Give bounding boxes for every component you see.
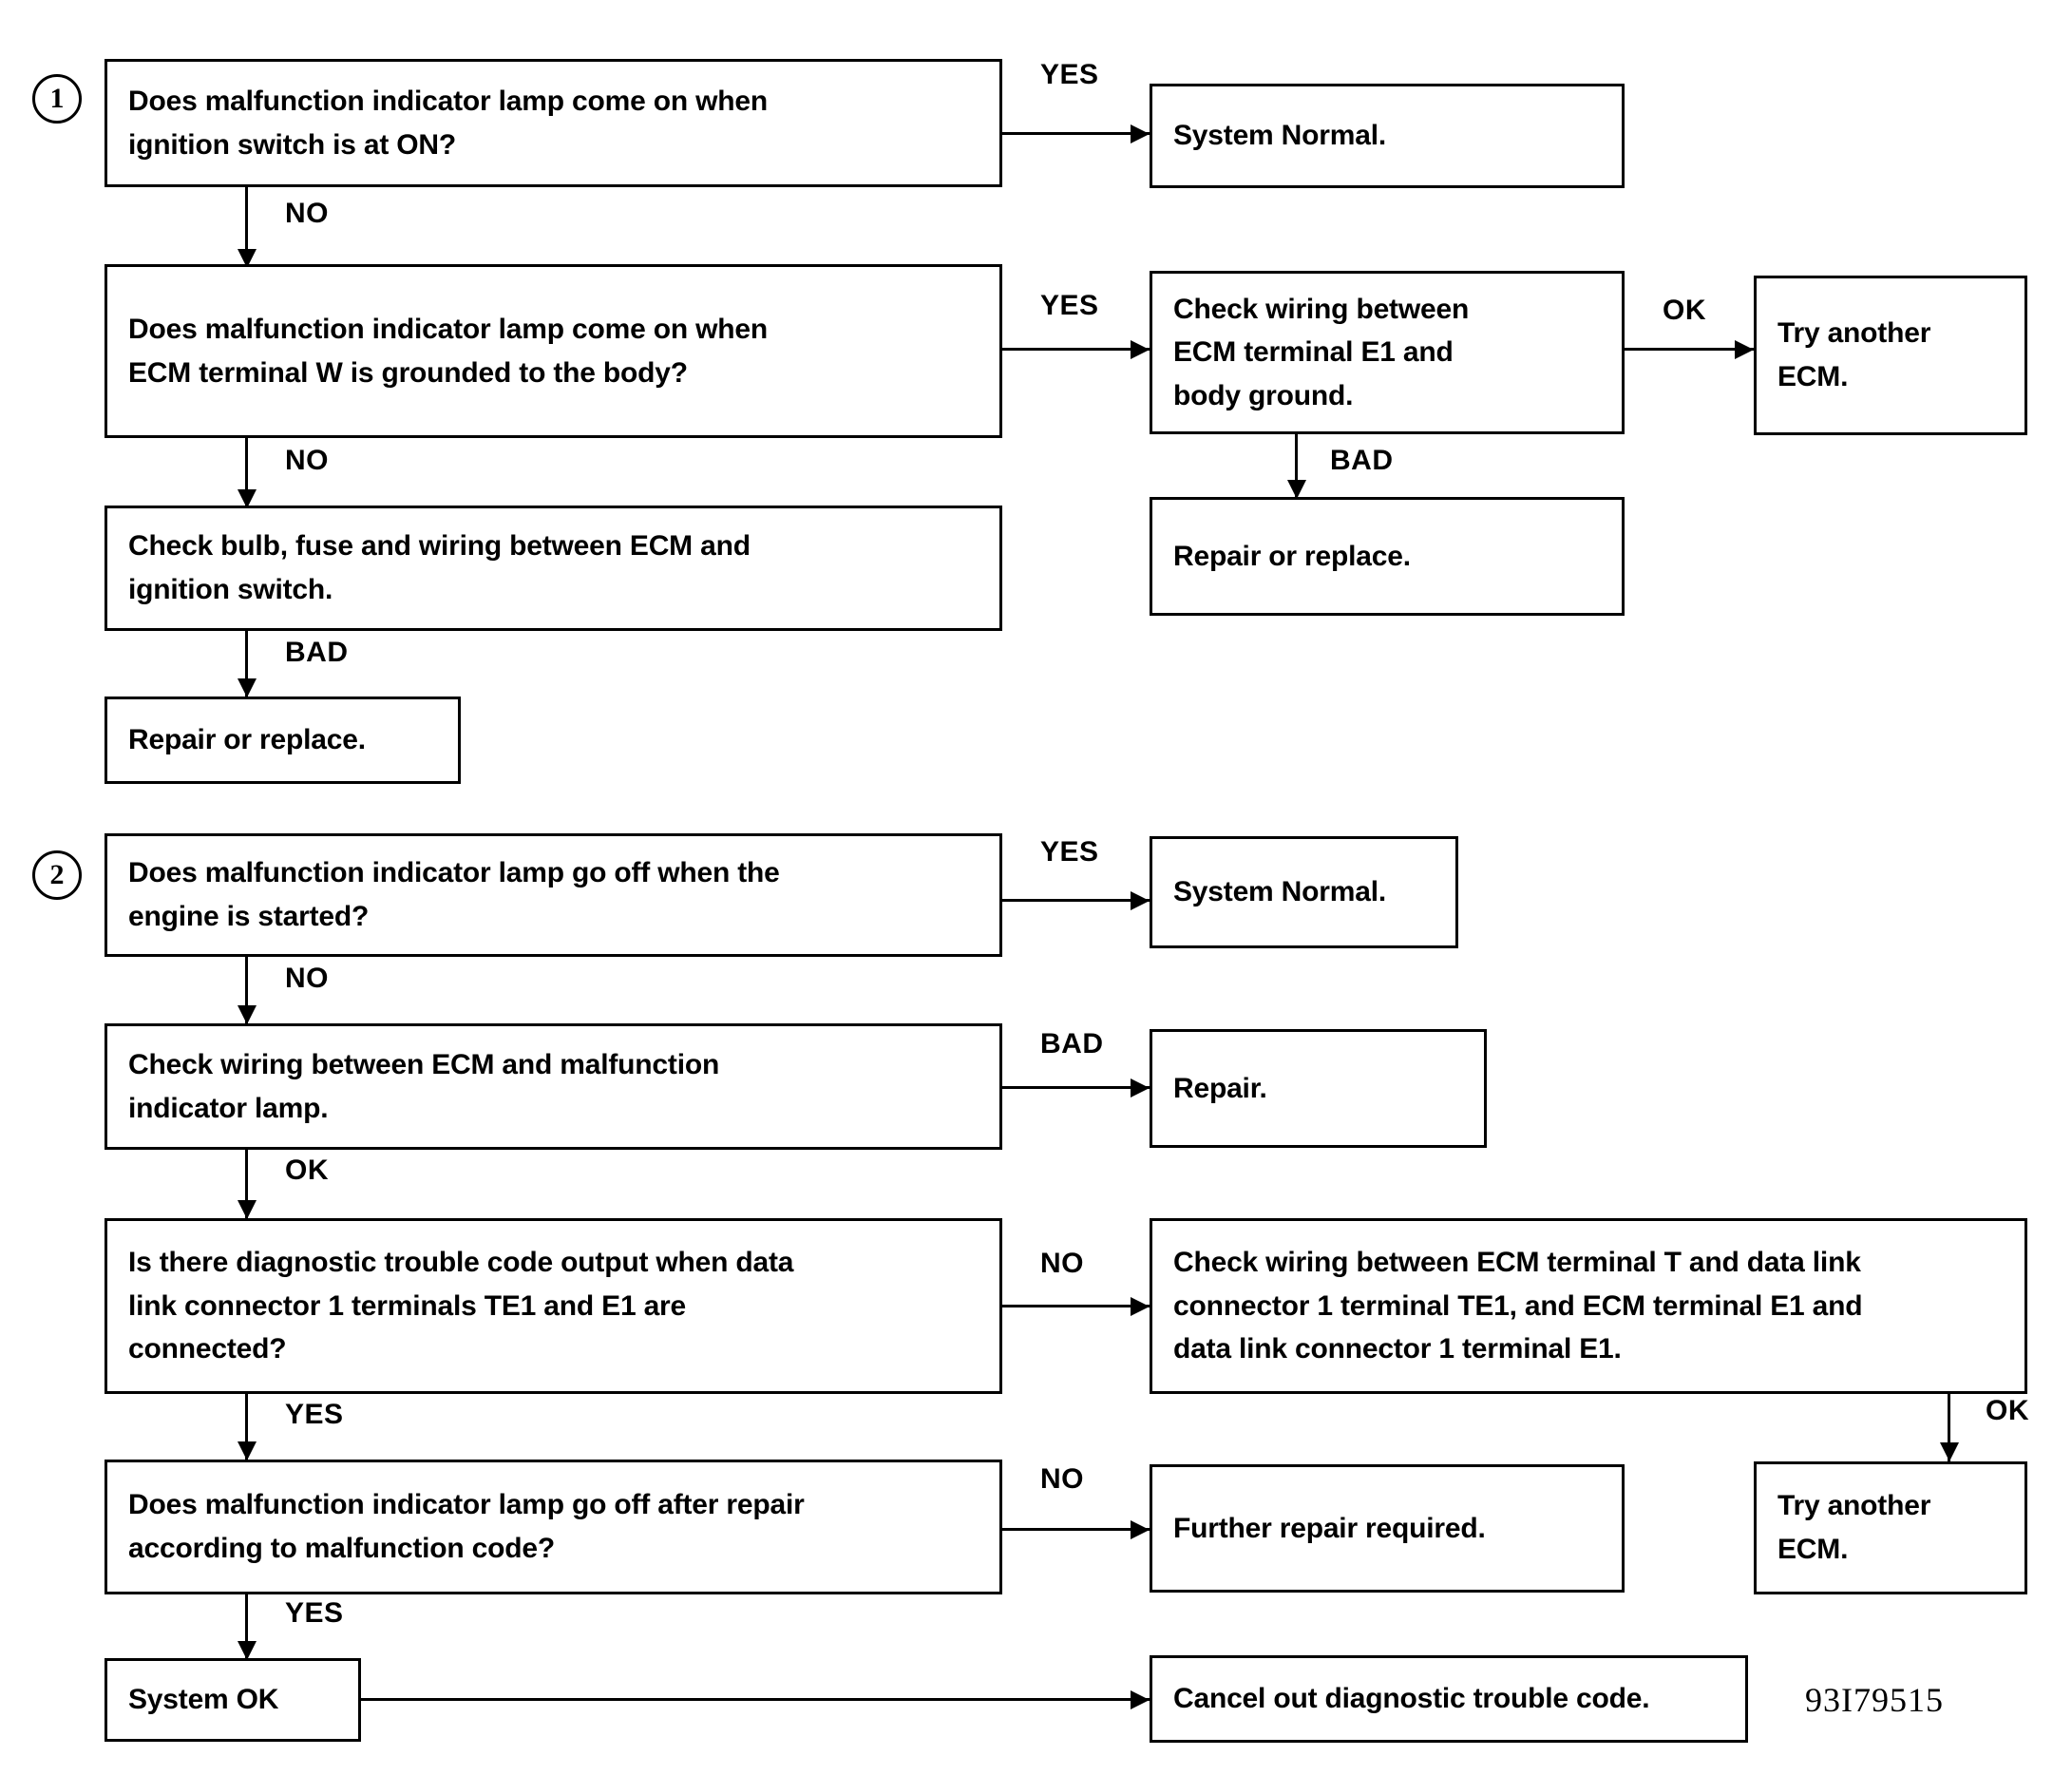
- box-text: Check bulb, fuse and wiring between ECM …: [128, 530, 751, 605]
- box-text: Repair.: [1173, 1072, 1267, 1104]
- box-section2-system-ok: System OK: [105, 1658, 361, 1742]
- box-text: System OK: [128, 1684, 279, 1716]
- edge-label-s1-q2-yes: YES: [1040, 290, 1099, 321]
- edge-line-s1-q1-yes: [1002, 132, 1150, 135]
- box-section2-question3: Is there diagnostic trouble code output …: [105, 1218, 1002, 1394]
- edge-arrow-s1-q1-no: [238, 249, 257, 268]
- edge-arrow-s2-q4-no: [1131, 1520, 1150, 1539]
- box-section2-further-repair-required: Further repair required.: [1150, 1464, 1625, 1593]
- edge-arrow-s2-q3-no: [1131, 1297, 1150, 1316]
- edge-line-s2-q3-no: [1002, 1305, 1150, 1307]
- box-section1-check-bulb-fuse: Check bulb, fuse and wiring between ECM …: [105, 506, 1002, 631]
- edge-arrow-s1-q2-bad: [1287, 480, 1306, 499]
- box-text: Try another ECM.: [1777, 1490, 1931, 1565]
- edge-line-s2-system-ok-to-cancel: [361, 1698, 1150, 1701]
- edge-line-s1-q2-no: [245, 438, 248, 509]
- box-text: Cancel out diagnostic trouble code.: [1173, 1683, 1650, 1715]
- edge-label-s2-q2-ok: OK: [285, 1155, 329, 1186]
- box-section2-check-wiring-terminal-t: Check wiring between ECM terminal T and …: [1150, 1218, 2027, 1394]
- edge-label-s1-q2-ok: OK: [1663, 295, 1706, 326]
- box-section1-system-normal: System Normal.: [1150, 84, 1625, 188]
- box-text: Repair or replace.: [1173, 540, 1411, 572]
- edge-arrow-s2-q1-no: [238, 1005, 257, 1024]
- box-text: Check wiring between ECM terminal E1 and…: [1173, 293, 1470, 411]
- box-text: Further repair required.: [1173, 1512, 1486, 1544]
- edge-line-s2-q4-yes: [245, 1594, 248, 1661]
- box-text: Does malfunction indicator lamp go off a…: [128, 1489, 805, 1564]
- box-section2-try-another-ecm: Try another ECM.: [1754, 1461, 2027, 1594]
- edge-line-s2-q2-ok: [245, 1150, 248, 1221]
- edge-line-s2-q1-yes: [1002, 899, 1150, 902]
- edge-label-s2-q3-yes: YES: [285, 1399, 344, 1430]
- edge-label-s2-q2-bad: BAD: [1040, 1028, 1104, 1059]
- box-text: Does malfunction indicator lamp come on …: [128, 313, 768, 389]
- edge-arrow-s1-q2-no: [238, 489, 257, 508]
- box-text: Try another ECM.: [1777, 317, 1931, 392]
- edge-arrow-s1-q2-ok: [1735, 340, 1754, 359]
- box-section1-question1: Does malfunction indicator lamp come on …: [105, 59, 1002, 187]
- box-section2-system-normal: System Normal.: [1150, 836, 1458, 948]
- edge-line-s2-q2-bad: [1002, 1086, 1150, 1089]
- box-section1-check-wiring-e1: Check wiring between ECM terminal E1 and…: [1150, 271, 1625, 434]
- edge-label-s1-q2-bad: BAD: [1330, 445, 1394, 476]
- edge-line-s1-q3-bad: [245, 631, 248, 699]
- box-section1-try-another-ecm: Try another ECM.: [1754, 276, 2027, 435]
- edge-label-s2-q3-ok: OK: [1986, 1395, 2029, 1426]
- edge-arrow-s1-q3-bad: [238, 678, 257, 697]
- drawing-code: 93I79515: [1805, 1681, 1944, 1719]
- edge-line-s1-q1-no: [245, 187, 248, 268]
- edge-label-s2-q1-no: NO: [285, 963, 329, 994]
- edge-label-s1-q3-bad: BAD: [285, 637, 349, 668]
- edge-arrow-s1-q2-yes: [1131, 340, 1150, 359]
- box-text: Is there diagnostic trouble code output …: [128, 1247, 794, 1365]
- edge-line-s2-q3-ok: [1948, 1394, 1950, 1463]
- box-section2-check-wiring-lamp: Check wiring between ECM and malfunction…: [105, 1023, 1002, 1150]
- edge-line-s2-q4-no: [1002, 1528, 1150, 1531]
- edge-arrow-s2-q3-yes: [238, 1441, 257, 1460]
- box-section2-repair: Repair.: [1150, 1029, 1487, 1148]
- edge-label-s1-q2-no: NO: [285, 445, 329, 476]
- box-text: System Normal.: [1173, 120, 1386, 152]
- step-number-2: 2: [32, 850, 82, 900]
- box-text: Does malfunction indicator lamp come on …: [128, 85, 768, 161]
- edge-line-s2-q1-no: [245, 957, 248, 1026]
- box-text: Check wiring between ECM and malfunction…: [128, 1048, 720, 1124]
- edge-arrow-s2-q2-bad: [1131, 1078, 1150, 1097]
- edge-line-s2-q3-yes: [245, 1394, 248, 1462]
- edge-arrow-s1-q1-yes: [1131, 124, 1150, 143]
- edge-arrow-s2-q3-ok: [1940, 1442, 1959, 1461]
- box-section1-question2: Does malfunction indicator lamp come on …: [105, 264, 1002, 438]
- box-text: Does malfunction indicator lamp go off w…: [128, 857, 780, 932]
- edge-line-s1-q2-yes: [1002, 348, 1150, 351]
- edge-label-s1-q1-yes: YES: [1040, 59, 1099, 90]
- edge-label-s2-q4-no: NO: [1040, 1463, 1084, 1495]
- edge-label-s2-q3-no: NO: [1040, 1248, 1084, 1279]
- box-section2-question4: Does malfunction indicator lamp go off a…: [105, 1460, 1002, 1594]
- edge-label-s1-q1-no: NO: [285, 198, 329, 229]
- edge-label-s2-q4-yes: YES: [285, 1597, 344, 1629]
- edge-arrow-s2-q2-ok: [238, 1200, 257, 1219]
- box-text: Check wiring between ECM terminal T and …: [1173, 1247, 1863, 1365]
- box-text: Repair or replace.: [128, 724, 366, 756]
- step-number-1: 1: [32, 74, 82, 124]
- box-section2-cancel-diagnostic-code: Cancel out diagnostic trouble code.: [1150, 1655, 1748, 1743]
- box-section2-question1: Does malfunction indicator lamp go off w…: [105, 833, 1002, 957]
- edge-arrow-s2-system-ok-to-cancel: [1131, 1690, 1150, 1709]
- box-section1-repair-or-replace-left: Repair or replace.: [105, 697, 461, 784]
- box-text: System Normal.: [1173, 876, 1386, 908]
- edge-line-s1-q2-bad: [1295, 434, 1298, 501]
- edge-label-s2-q1-yes: YES: [1040, 836, 1099, 868]
- edge-line-s1-q2-ok: [1625, 348, 1754, 351]
- edge-arrow-s2-q1-yes: [1131, 891, 1150, 910]
- edge-arrow-s2-q4-yes: [238, 1641, 257, 1660]
- box-section1-repair-or-replace-right: Repair or replace.: [1150, 497, 1625, 616]
